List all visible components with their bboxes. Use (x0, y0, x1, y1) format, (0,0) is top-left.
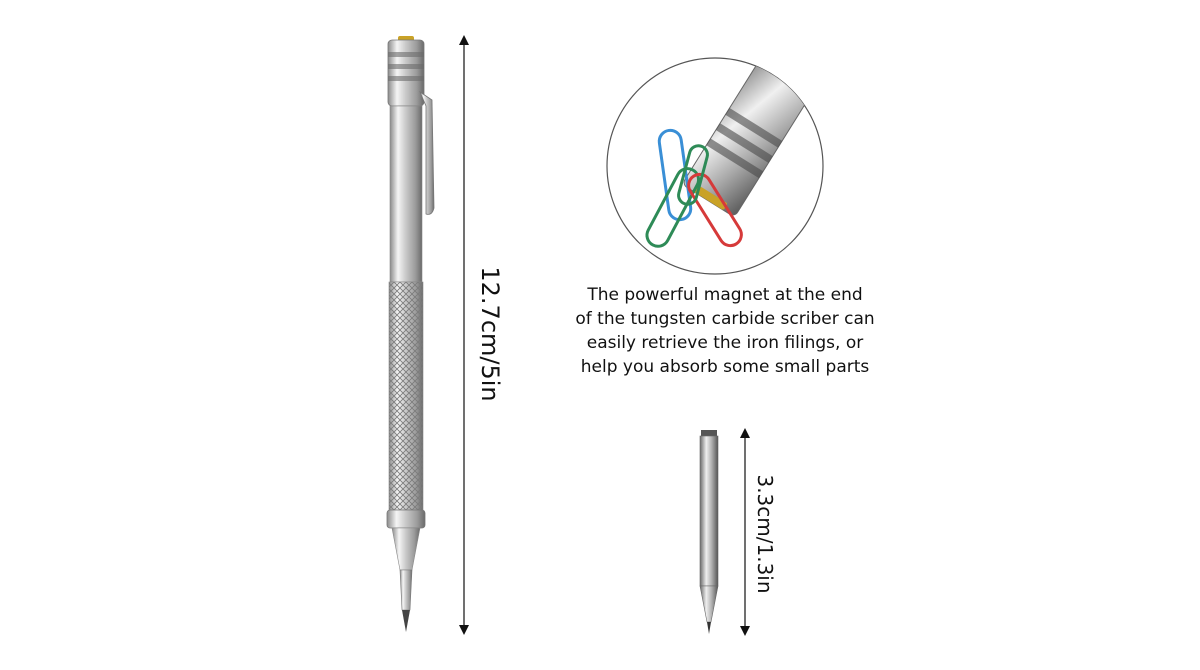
magnet-closeup-circle (606, 57, 824, 275)
caption-line: help you absorb some small parts (580, 357, 870, 377)
caption-line: easily retrieve the iron filings, or (586, 333, 864, 353)
caption-line: The powerful magnet at the end (587, 285, 863, 305)
tip-dimension-arrow (740, 428, 750, 636)
main-length-label: 12.7cm/5in (476, 266, 504, 402)
length-dimension-arrow (459, 35, 469, 635)
scriber-pen-illustration (386, 36, 435, 632)
scriber-tip-illustration (699, 430, 719, 634)
pocket-clip (419, 90, 435, 215)
tip-length-label: 3.3cm/1.3in (753, 474, 777, 594)
paperclip-green-icon (645, 167, 701, 248)
paperclip-blue-icon (657, 128, 693, 222)
magnet-caption: The powerful magnet at the end of the tu… (545, 283, 905, 379)
caption-line: of the tungsten carbide scriber can (575, 309, 875, 329)
paperclip-red-icon (687, 172, 743, 248)
